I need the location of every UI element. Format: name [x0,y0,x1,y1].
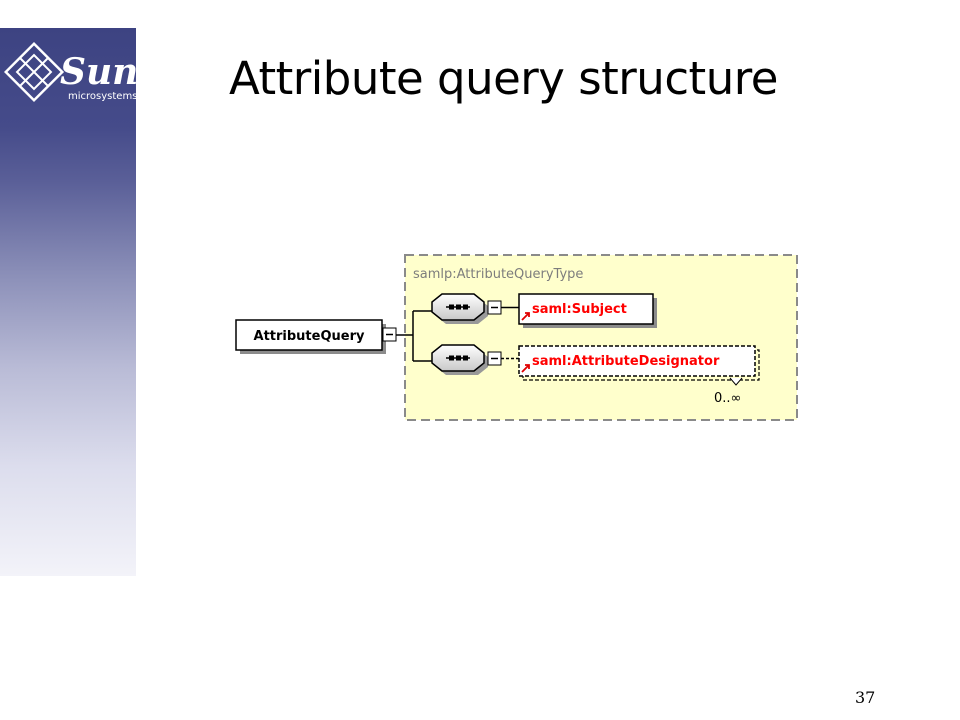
reference-arrow-icon [521,312,530,321]
sun-emblem-icon [4,41,65,103]
root-element-label: AttributeQuery [254,329,365,344]
cardinality-label: 0..∞ [714,391,741,406]
reference-arrow-icon [521,364,530,373]
root-element-box[interactable]: AttributeQuery [235,319,386,354]
slide-title: Attribute query structure [229,52,778,105]
type-name-label: samlp:AttributeQueryType [413,267,583,282]
attribute-designator-label: saml:AttributeDesignator [532,354,720,369]
schema-diagram: samlp:AttributeQueryType AttributeQuery … [235,254,798,421]
root-collapse-toggle[interactable] [382,327,397,342]
subject-element-box[interactable]: saml:Subject [518,293,657,328]
sequence-1-collapse-toggle[interactable] [487,300,502,315]
attribute-designator-element-box[interactable]: saml:AttributeDesignator [518,345,760,386]
type-container: samlp:AttributeQueryType [404,254,798,421]
sequence-compositor-2 [431,344,488,375]
sequence-2-collapse-toggle[interactable] [487,351,502,366]
sun-logo: Sun microsystems [4,41,136,103]
repeat-indicator-icon [729,377,743,386]
sun-tagline: microsystems [68,91,136,102]
sidebar-band [0,28,136,576]
subject-element-label: saml:Subject [532,302,627,317]
sequence-compositor-1 [431,293,488,324]
sun-wordmark: Sun [60,51,136,93]
page-number: 37 [855,688,876,707]
